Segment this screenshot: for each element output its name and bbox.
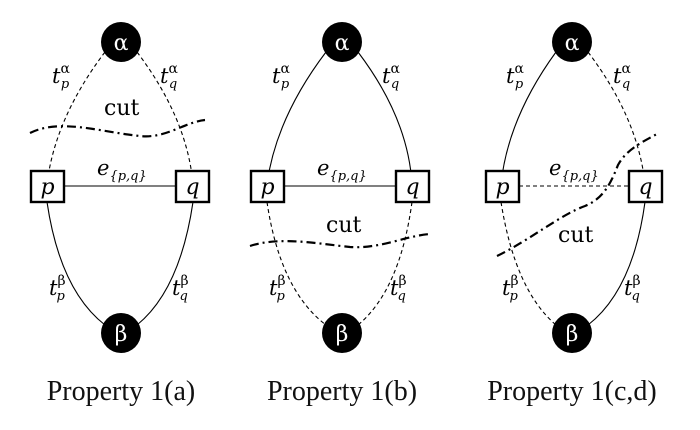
pixel-node-q-label: q bbox=[405, 175, 419, 200]
cut-label: cut bbox=[326, 213, 361, 238]
link-p-beta bbox=[46, 201, 106, 326]
source-terminal bbox=[101, 22, 141, 62]
cut-line bbox=[249, 232, 431, 249]
source-terminal bbox=[552, 22, 592, 62]
sink-terminal bbox=[101, 313, 141, 353]
cut-line bbox=[496, 133, 658, 257]
link-alpha-p bbox=[266, 51, 327, 185]
sink-terminal-label: β bbox=[336, 322, 349, 347]
cut-label: cut bbox=[558, 223, 593, 248]
pixel-node-q-label: q bbox=[185, 175, 199, 200]
link-q-beta bbox=[136, 201, 194, 326]
sink-terminal-label: β bbox=[566, 322, 579, 347]
link-p-beta bbox=[266, 201, 327, 326]
sink-terminal bbox=[552, 313, 592, 353]
panel-caption: Property 1(c,d) bbox=[487, 376, 657, 407]
pixel-node-q-label: q bbox=[638, 175, 652, 200]
link-alpha-q bbox=[357, 51, 413, 185]
pixel-node-q bbox=[627, 169, 664, 204]
link-alpha-p bbox=[46, 51, 106, 185]
edge-label-e-pq: e{p,q} bbox=[317, 156, 367, 184]
pixel-node-p-label: p bbox=[260, 175, 274, 200]
pixel-node-q bbox=[174, 169, 211, 204]
pixel-node-p bbox=[29, 169, 66, 204]
sink-terminal-label: β bbox=[115, 322, 128, 347]
pixel-node-p-label: p bbox=[40, 175, 54, 200]
panel-caption: Property 1(b) bbox=[267, 376, 417, 407]
link-p-beta bbox=[500, 201, 557, 326]
link-alpha-p bbox=[500, 51, 557, 185]
source-terminal-label: α bbox=[335, 31, 350, 56]
edge-label-e-pq: e{p,q} bbox=[549, 156, 599, 184]
source-terminal bbox=[322, 22, 362, 62]
pixel-node-p bbox=[249, 169, 286, 204]
sink-terminal bbox=[322, 313, 362, 353]
pixel-node-p-label: p bbox=[495, 175, 509, 200]
cut-line bbox=[29, 118, 206, 138]
link-alpha-q bbox=[136, 51, 194, 185]
source-terminal-label: α bbox=[565, 31, 580, 56]
panel-caption: Property 1(a) bbox=[47, 376, 196, 407]
edge-label-e-pq: e{p,q} bbox=[97, 156, 147, 184]
link-q-beta bbox=[587, 201, 646, 326]
source-terminal-label: α bbox=[114, 31, 129, 56]
cut-label: cut bbox=[104, 96, 139, 121]
pixel-node-q bbox=[394, 169, 431, 204]
link-q-beta bbox=[357, 201, 413, 326]
pixel-node-p bbox=[484, 169, 521, 204]
